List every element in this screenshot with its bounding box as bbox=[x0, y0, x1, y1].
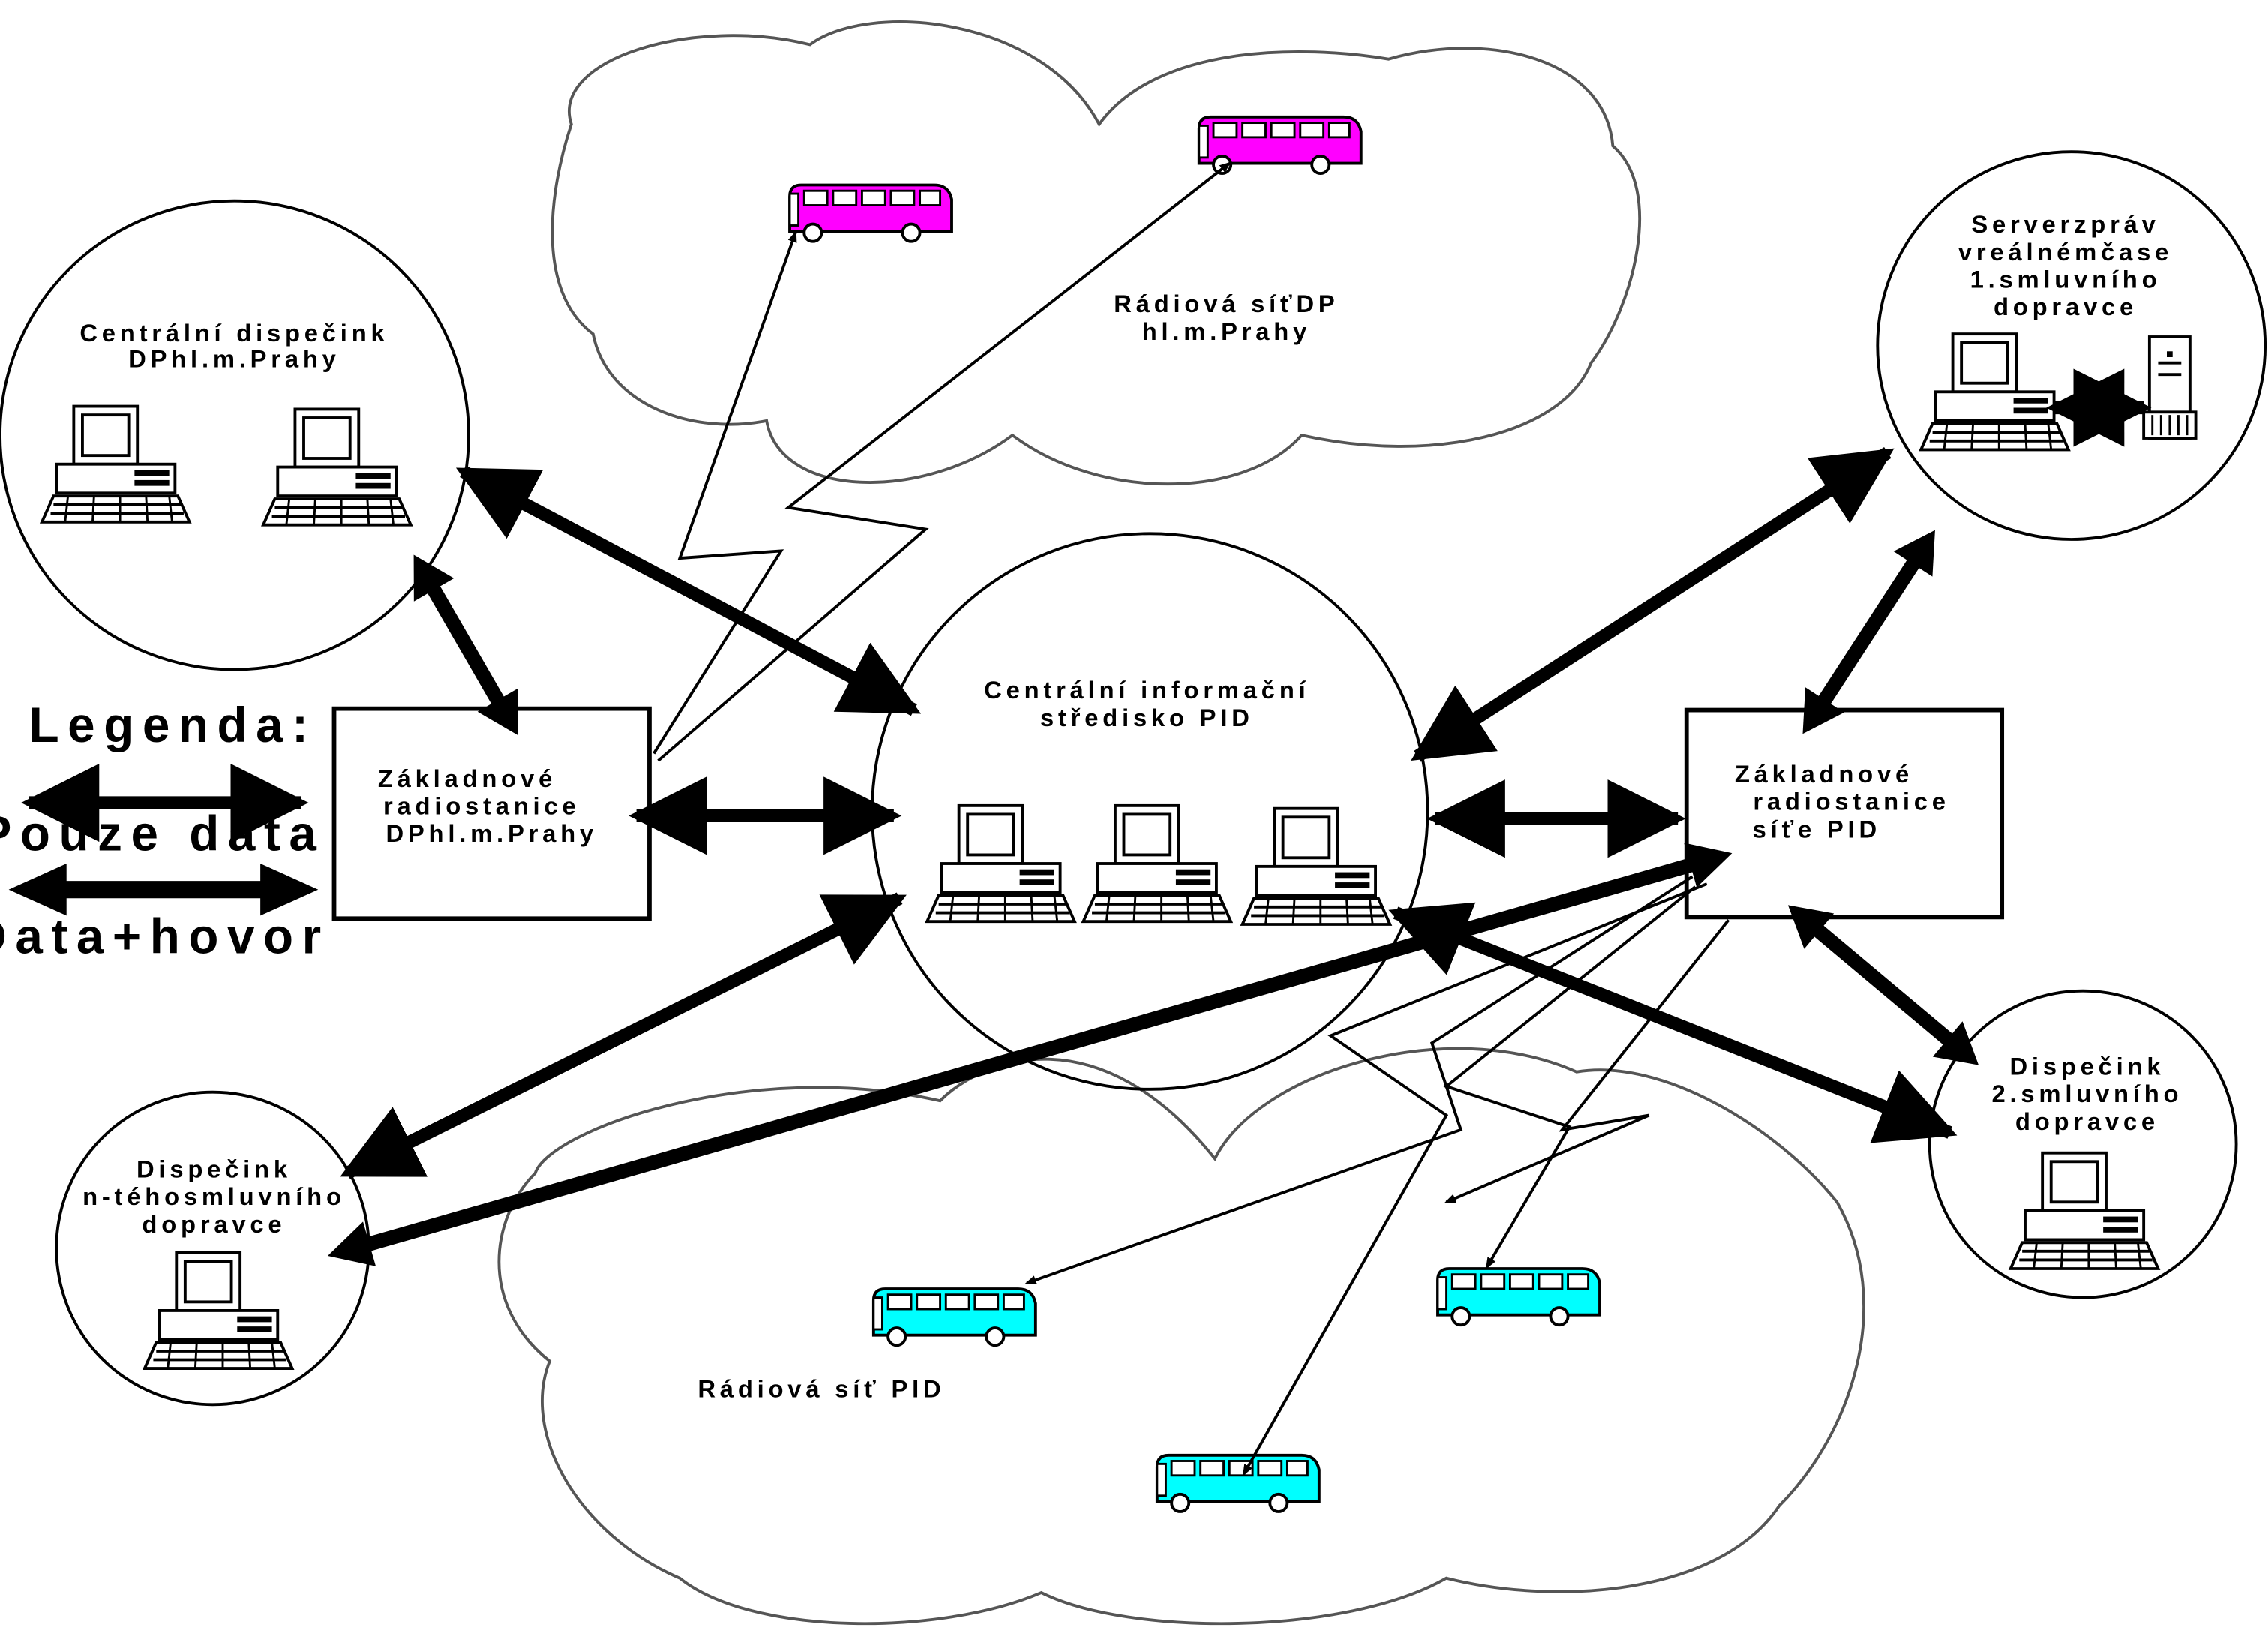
legend: Legenda: Pouze data Data+hovor bbox=[0, 698, 330, 964]
realtime-server-circle bbox=[1876, 150, 2267, 541]
base-station-pid-label-2: radiostanice bbox=[1753, 788, 1949, 815]
realtime-server-label-2: vreálnémčase bbox=[1958, 238, 2173, 266]
base-station-pid-label-1: Základnové bbox=[1735, 760, 1913, 788]
legend-data-only-label: Pouze data bbox=[0, 806, 325, 861]
computer-icon bbox=[1082, 803, 1233, 924]
base-station-prague-box bbox=[332, 706, 652, 921]
pid-radio-cloud bbox=[497, 1047, 1865, 1626]
data-links bbox=[340, 368, 2152, 1179]
realtime-server-label-3: 1.smluvního bbox=[1970, 265, 2162, 293]
pid-radio-label: Rádiová síť PID bbox=[698, 1375, 945, 1403]
realtime-server-label-1: Serverzpráv bbox=[1971, 210, 2159, 238]
dispatch-nth-carrier-label-2: n-téhosmluvního bbox=[82, 1182, 346, 1210]
dispatch-2nd-carrier-label-1: Dispečink bbox=[2009, 1053, 2164, 1080]
base-station-pid-label-3: síťe PID bbox=[1753, 815, 1881, 843]
central-dispatch-prague-circle bbox=[0, 199, 470, 671]
prague-radio-cloud bbox=[550, 20, 1642, 486]
dispatch-nth-carrier-label-1: Dispečink bbox=[136, 1155, 292, 1183]
dispatch-2nd-carrier-label-2: 2.smluvního bbox=[1992, 1080, 2183, 1107]
computer-icon bbox=[142, 1251, 294, 1370]
central-dispatch-prague-label-1: Centrální dispečink bbox=[80, 319, 388, 347]
server-tower-icon bbox=[2142, 335, 2198, 440]
realtime-server-label-4: dopravce bbox=[1994, 293, 2138, 320]
dispatch-2nd-carrier-circle bbox=[1928, 989, 2238, 1299]
computer-icon bbox=[2008, 1151, 2160, 1270]
legend-title: Legenda: bbox=[29, 698, 317, 752]
prague-radio-label-1: Rádiová síťDP bbox=[1114, 290, 1339, 317]
bus-icon bbox=[1436, 1267, 1601, 1327]
base-station-prague-label-2: radiostanice bbox=[383, 791, 580, 819]
prague-radio-label-2: hl.m.Prahy bbox=[1142, 317, 1311, 345]
computer-icon bbox=[926, 803, 1076, 924]
bus-icon bbox=[872, 1287, 1037, 1347]
bus-icon bbox=[1155, 1453, 1321, 1513]
computer-icon bbox=[40, 404, 191, 524]
central-info-center-label-1: Centrální informační bbox=[984, 676, 1310, 704]
legend-data-voice-arrow bbox=[8, 864, 319, 916]
dispatch-nth-carrier-label-3: dopravce bbox=[142, 1210, 286, 1238]
data-voice-links bbox=[327, 530, 1979, 1266]
bus-icon bbox=[788, 183, 953, 243]
dispatch-2nd-carrier-label-3: dopravce bbox=[2015, 1107, 2159, 1135]
computer-icon bbox=[1919, 332, 2070, 452]
computer-icon bbox=[1240, 806, 1392, 926]
computer-icon bbox=[262, 407, 412, 527]
legend-data-voice-label: Data+hovor bbox=[0, 909, 330, 964]
base-station-prague-label-3: DPhl.m.Prahy bbox=[386, 819, 597, 847]
base-station-prague-label-1: Základnové bbox=[378, 764, 556, 792]
central-dispatch-prague-label-2: DPhl.m.Prahy bbox=[128, 345, 340, 373]
central-info-center-label-2: středisko PID bbox=[1040, 704, 1254, 731]
